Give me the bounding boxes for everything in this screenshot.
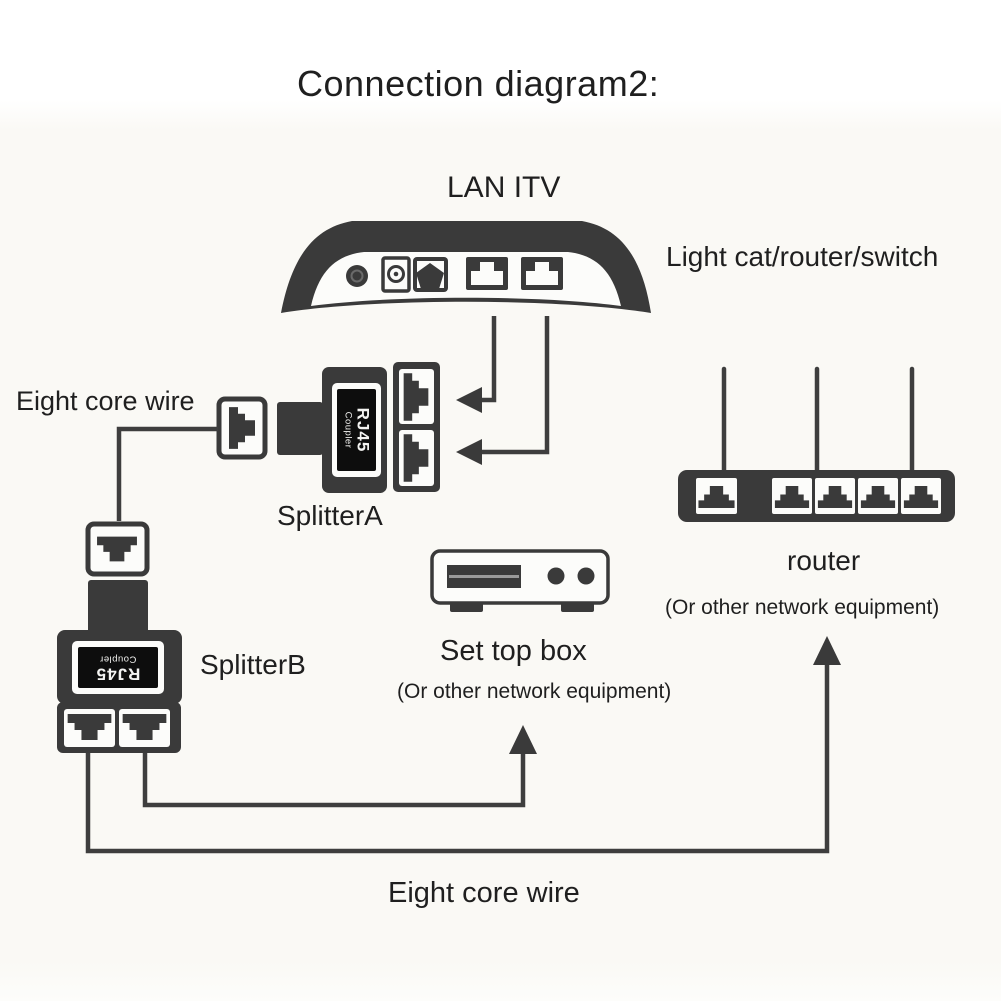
splitter-a-neck bbox=[277, 402, 323, 455]
page-title: Connection diagram2: bbox=[297, 63, 660, 104]
arrowhead-up-icon bbox=[813, 636, 841, 665]
lan-port-2-icon bbox=[521, 257, 563, 290]
router-note: (Or other network equipment) bbox=[665, 596, 940, 619]
splitter-b-neck bbox=[88, 580, 148, 636]
splitter-b-sticker: RJ45 Coupler bbox=[72, 641, 164, 694]
wire-splittera-to-splitterb bbox=[116, 426, 218, 521]
splitter-a-sticker-line2: Coupler bbox=[341, 411, 353, 449]
wire-splitterb-to-router bbox=[85, 636, 841, 854]
splitter-b-sticker-line1: RJ45 bbox=[95, 663, 141, 683]
router-label: router bbox=[787, 545, 861, 576]
lan-itv-device bbox=[281, 221, 651, 313]
splitter-a-sticker: RJ45 Coupler bbox=[332, 383, 381, 477]
wan-port-icon bbox=[413, 257, 448, 292]
eight-core-wire-bottom-label: Eight core wire bbox=[388, 877, 580, 909]
set-top-box-label: Set top box bbox=[440, 635, 587, 667]
stb-foot bbox=[561, 602, 594, 612]
eight-core-wire-top-label: Eight core wire bbox=[16, 386, 195, 416]
wire-lanitv-to-splittera-1 bbox=[456, 316, 497, 413]
set-top-box-note: (Or other network equipment) bbox=[397, 680, 672, 703]
stb-button-icon bbox=[547, 567, 565, 585]
light-cat-label: Light cat/router/switch bbox=[666, 241, 939, 272]
router-device bbox=[678, 366, 955, 522]
wire-splitterb-to-settopbox bbox=[142, 725, 537, 808]
arrowhead-left-icon bbox=[456, 439, 482, 465]
splitter-a-sticker-line1: RJ45 bbox=[352, 407, 372, 453]
splitter-b-sticker-line2: Coupler bbox=[99, 652, 137, 664]
power-jack-icon bbox=[346, 265, 368, 287]
wire-lanitv-to-splittera-2 bbox=[456, 316, 550, 465]
arrowhead-left-icon bbox=[456, 387, 482, 413]
set-top-box-device bbox=[430, 549, 610, 612]
arrowhead-up-icon bbox=[509, 725, 537, 754]
splitter-a-device bbox=[216, 362, 440, 493]
power-jack-ring bbox=[350, 269, 364, 283]
splitter-a-label: SplitterA bbox=[277, 500, 383, 531]
splitter-b-label: SplitterB bbox=[200, 649, 306, 680]
splitter-b-device bbox=[57, 521, 182, 753]
coax-port-icon bbox=[381, 256, 411, 293]
lan-itv-label: LAN ITV bbox=[447, 171, 561, 204]
stb-foot bbox=[450, 602, 483, 612]
stb-button-icon bbox=[577, 567, 595, 585]
lan-port-1-icon bbox=[466, 257, 508, 290]
